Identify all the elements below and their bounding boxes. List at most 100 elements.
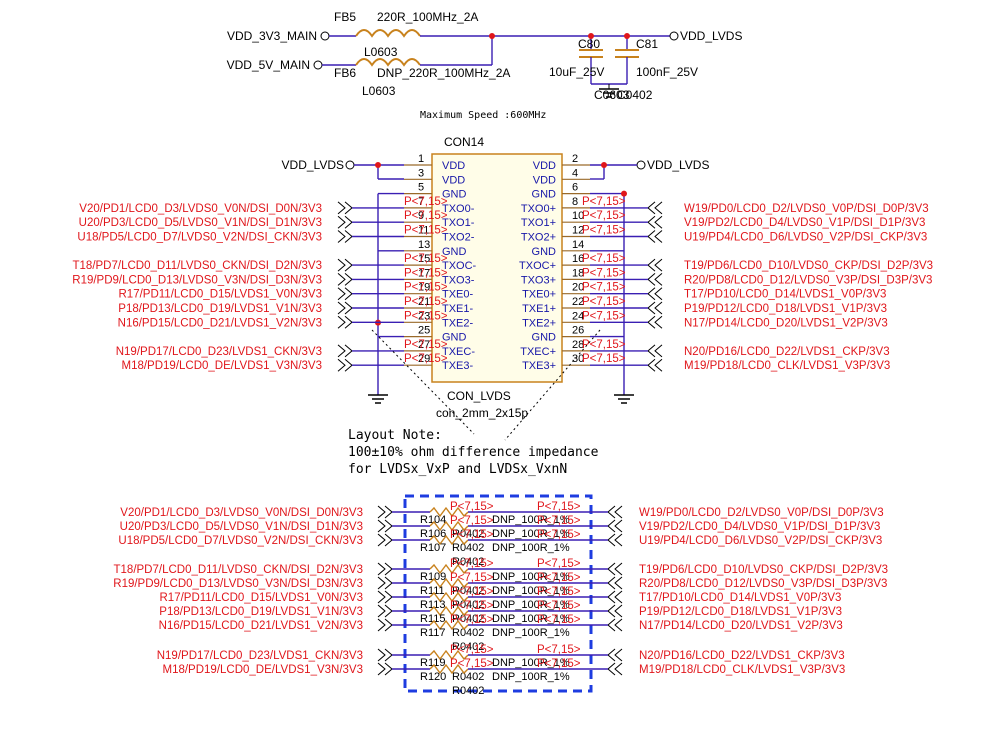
connector-pin-number-right: 6	[572, 182, 578, 194]
port-tag-right: P<7,15>	[582, 282, 626, 294]
lvds-connector: CON14 CON_LVDS con_2mm_2x15p VDD_LVDS VD…	[282, 135, 710, 420]
resistor-value: DNP_100R_1%	[492, 585, 570, 597]
connector-pin-number-right: 16	[572, 253, 584, 265]
upper-right-net-labels: W19/PD0/LCD0_D2/LVDS0_V0P/DSI_D0P/3V3P<7…	[582, 196, 933, 372]
port-tag-left: P<7,15>	[404, 296, 448, 308]
vdd-lvds-right-label: VDD_LVDS	[647, 158, 709, 172]
connector-pin-number-left: 23	[418, 310, 430, 322]
resistor-ref: R115	[420, 613, 445, 625]
port-tag-left: P<7,15>	[404, 253, 448, 265]
layout-note-line3: for LVDSx_VxP and LVDSx_VxnN	[348, 462, 567, 477]
fb5-inductor	[355, 29, 421, 38]
resistor-package: R0402	[452, 671, 484, 683]
connector-pin-name-right: GND	[532, 246, 557, 258]
connector-pin-name-left: TXEC-	[442, 346, 475, 358]
connector-pin-number-right: 2	[572, 153, 578, 165]
c81-value: 100nF_25V	[636, 65, 698, 79]
resistor-symbol	[429, 649, 469, 661]
fb6-package: L0603	[362, 84, 396, 98]
connector-pin-number-left: 5	[418, 182, 424, 194]
connector-pin-name-right: TXE2+	[522, 317, 556, 329]
resistor-ref: R113	[420, 599, 445, 611]
lower-net-label-right: W19/PD0/LCD0_D2/LVDS0_V0P/DSI_D0P/3V3	[639, 507, 884, 519]
resistor-ref: R107	[420, 542, 446, 554]
resistor-ref: R109	[420, 571, 446, 583]
connector-pin-number-left: 13	[418, 239, 430, 251]
port-vdd-3v3-main	[320, 31, 330, 41]
port-tag-right: P<7,15>	[582, 339, 626, 351]
resistor-tag-right: P<7,15>	[537, 558, 581, 570]
layout-note-line2: 100±10% ohm difference impedance	[348, 445, 599, 460]
resistor-tag-left: P<7,15>	[450, 586, 494, 598]
lower-net-label-left: R19/PD9/LCD0_D13/LVDS0_V3N/DSI_D3N/3V3	[113, 578, 363, 590]
resistor-tag-right: P<7,15>	[537, 644, 581, 656]
layout-note: Layout Note: 100±10% ohm difference impe…	[348, 329, 601, 477]
net-label-right: T19/PD6/LCD0_D10/LVDS0_CKP/DSI_D2P/3V3	[684, 260, 933, 272]
resistor-tag-left: P<7,15>	[450, 572, 494, 584]
connector-pin-number-right: 26	[572, 325, 584, 337]
net-label-right: P19/PD12/LCD0_D18/LVDS1_V1P/3V3	[684, 303, 887, 315]
resistor-symbol	[429, 577, 469, 589]
lower-net-label-right: N17/PD14/LCD0_D20/LVDS1_V2P/3V3	[639, 620, 843, 632]
connector-pin-number-left: 3	[418, 167, 424, 179]
connector-pin-number-right: 12	[572, 225, 584, 237]
connector-pin-name-left: TXE0-	[442, 289, 474, 301]
resistor-value: DNP_100R_1%	[492, 571, 570, 583]
resistor-value: DNP_100R_1%	[492, 599, 570, 611]
resistor-symbol	[429, 506, 469, 518]
resistor-tag-right: P<7,15>	[537, 658, 581, 670]
connector-pin-number-right: 30	[572, 353, 584, 365]
port-tag-right: P<7,15>	[582, 310, 626, 322]
c81-package: C0402	[617, 88, 653, 102]
connector-pin-number-left: 25	[418, 325, 430, 337]
resistor-tag-left: P<7,15>	[450, 600, 494, 612]
resistor-symbol	[429, 563, 469, 575]
connector-pin-name-right: GND	[532, 189, 557, 201]
connector-pin-name-left: TXO3-	[442, 274, 475, 286]
resistor-tag-right: P<7,15>	[537, 614, 581, 626]
connector-pin-name-right: TXO1+	[521, 217, 556, 229]
resistor-ref: R119	[420, 657, 445, 669]
net-label-right: N20/PD16/LCD0_D22/LVDS1_CKP/3V3	[684, 346, 890, 358]
fb6-ref: FB6	[334, 66, 356, 80]
connector-pin-name-right: TXO0+	[521, 203, 556, 215]
resistor-package: R0402	[452, 556, 484, 568]
resistor-tag-left: P<7,15>	[450, 529, 494, 541]
lower-left-net-labels: V20/PD1/LCD0_D3/LVDS0_V0N/DSI_D0N/3V3U20…	[113, 505, 430, 676]
net-label-left: V20/PD1/LCD0_D3/LVDS0_V0N/DSI_D0N/3V3	[79, 203, 322, 215]
connector-pin-name-right: TXEC+	[520, 346, 556, 358]
fb6-inductor	[355, 58, 421, 67]
connector-pin-number-right: 18	[572, 267, 584, 279]
connector-pin-name-left: GND	[442, 189, 467, 201]
connector-pin-name-left: TXO0-	[442, 203, 475, 215]
resistor-package: R0402	[452, 585, 484, 597]
connector-pin-name-left: TXE2-	[442, 317, 474, 329]
port-tag-left: P<7,15>	[404, 282, 448, 294]
resistor-value: DNP_100R_1%	[492, 613, 570, 625]
connector-pin-name-left: TXO1-	[442, 217, 475, 229]
termination-group-box	[403, 494, 593, 693]
connector-pin-name-right: VDD	[533, 174, 556, 186]
resistor-symbol	[429, 591, 469, 603]
port-tag-right: P<7,15>	[582, 353, 626, 365]
lower-net-label-right: U19/PD4/LCD0_D6/LVDS0_V2P/DSI_CKP/3V3	[639, 535, 882, 547]
connector-pin-name-right: TXOC+	[519, 260, 556, 272]
vdd-5v-main-label: VDD_5V_MAIN	[227, 58, 310, 72]
connector-pin-number-left: 15	[418, 253, 430, 265]
resistor-ref: R111	[420, 585, 445, 597]
connector-pin-name-left: TXOC-	[442, 260, 477, 272]
connector-pin-number-right: 24	[572, 310, 584, 322]
upper-left-net-labels: V20/PD1/LCD0_D3/LVDS0_V0N/DSI_D0N/3V3P<7…	[72, 196, 448, 372]
resistor-tag-left: P<7,15>	[450, 558, 494, 570]
resistor-tag-left: P<7,15>	[450, 614, 494, 626]
resistor-package: R0402	[452, 641, 484, 653]
net-label-right: U19/PD4/LCD0_D6/LVDS0_V2P/DSI_CKP/3V3	[684, 232, 927, 244]
connector-pin-name-right: TXE3+	[522, 360, 556, 372]
lower-net-label-left: N19/PD17/LCD0_D23/LVDS1_CKN/3V3	[157, 650, 363, 662]
vdd-lvds-left-label: VDD_LVDS	[282, 158, 344, 172]
resistor-value: DNP_100R_1%	[492, 542, 570, 554]
junction-dot	[489, 33, 495, 39]
connector-pin-number-right: 28	[572, 339, 584, 351]
resistor-tag-left: P<7,15>	[450, 501, 494, 513]
connector-pin-name-right: TXO2+	[521, 232, 556, 244]
